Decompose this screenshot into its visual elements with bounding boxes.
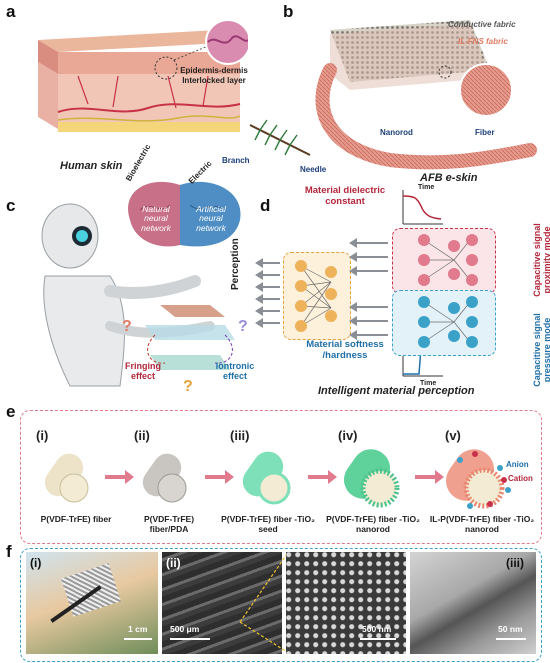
fiber-label: Fiber bbox=[475, 128, 495, 137]
scale-label: 1 cm bbox=[128, 624, 148, 634]
mdc-label: Material dielectric constant bbox=[304, 185, 386, 207]
panel-f-label: f bbox=[6, 542, 12, 561]
arrow-left bbox=[349, 266, 388, 276]
photo-image bbox=[26, 552, 158, 654]
panel-a-label: a bbox=[6, 2, 16, 21]
scale-label: 500 μm bbox=[170, 624, 200, 634]
panel-f-frame bbox=[20, 548, 542, 662]
nanorod-label: Nanorod bbox=[380, 128, 413, 137]
human-skin-caption: Human skin bbox=[60, 160, 123, 172]
panel-e-label: e bbox=[6, 402, 16, 421]
stage-caption: P(VDF-TrFE) fiber/PDA bbox=[143, 514, 195, 535]
arrow-left bbox=[255, 270, 280, 280]
msh-label: Material softness /hardness bbox=[306, 339, 384, 361]
fringing-effect-label: Fringing effect bbox=[125, 361, 161, 381]
brain-illustration bbox=[128, 181, 241, 247]
pine-branch-icon bbox=[249, 119, 311, 156]
scale-label: 50 nm bbox=[498, 624, 523, 634]
panel-d-label: d bbox=[260, 196, 271, 215]
afb-eskin-illustration bbox=[315, 20, 537, 170]
perception-label: Perception bbox=[230, 238, 241, 290]
panel-c-label: c bbox=[6, 196, 16, 215]
proximity-network-lines bbox=[418, 234, 478, 286]
arrow-left bbox=[255, 282, 280, 292]
question-icon: ? bbox=[183, 378, 193, 395]
stage-caption: P(VDF-TrFE) fiber -TiO₂ nanorod bbox=[326, 514, 420, 535]
image-number: (ii) bbox=[166, 556, 181, 570]
conductive-fabric-label: Conductive fabric bbox=[448, 20, 516, 29]
pressure-network-box bbox=[392, 290, 496, 356]
stage-number: (iii) bbox=[230, 428, 250, 443]
time-label-bottom: Time bbox=[420, 380, 437, 387]
arrow-left bbox=[349, 316, 388, 326]
sensor-stack-illustration bbox=[145, 305, 235, 370]
cation-label: Cation bbox=[508, 474, 533, 483]
pressure-mode-label: Capacitive signal pressure mode bbox=[532, 313, 550, 387]
branch-label: Branch bbox=[222, 156, 250, 165]
artificial-network-label: Artificial neural network bbox=[196, 204, 226, 233]
arrow-left bbox=[349, 252, 388, 262]
arrow-left bbox=[255, 258, 280, 268]
scale-bar bbox=[124, 638, 152, 640]
stage-number: (i) bbox=[36, 428, 49, 443]
question-icon: ? bbox=[238, 318, 248, 335]
natural-network-label: Natural neural network bbox=[141, 204, 171, 233]
arrow-left bbox=[255, 306, 280, 316]
sem-nanorod-image bbox=[286, 552, 406, 654]
stage-number: (ii) bbox=[134, 428, 150, 443]
scale-label: 500 nm bbox=[362, 624, 392, 634]
stage-caption: P(VDF-TrFE) fiber bbox=[40, 514, 112, 524]
sem-image bbox=[162, 552, 282, 654]
pressure-network-lines bbox=[418, 296, 478, 348]
proximity-curve-plot bbox=[402, 190, 443, 225]
zoom-lines bbox=[239, 553, 288, 653]
image-number: (iii) bbox=[506, 556, 524, 570]
proximity-network-box bbox=[392, 228, 496, 294]
tem-image bbox=[410, 552, 536, 654]
question-icon: ? bbox=[122, 318, 132, 335]
needle-label: Needle bbox=[300, 165, 327, 174]
arrow-left bbox=[255, 318, 280, 328]
interlock-callout: Epidermis-dermis Interlocked layer bbox=[180, 66, 248, 85]
perception-network-box bbox=[283, 252, 351, 340]
panel-b-label: b bbox=[283, 2, 294, 21]
arrow-left bbox=[255, 294, 280, 304]
intelligent-perception-caption: Intelligent material perception bbox=[318, 385, 475, 397]
stage-caption: IL-P(VDF-TrFE) fiber -TiO₂ nanorod bbox=[429, 514, 535, 535]
iontronic-effect-label: Iontronic effect bbox=[215, 361, 255, 381]
time-label-top: Time bbox=[418, 184, 435, 191]
scale-bar bbox=[496, 638, 526, 640]
proximity-mode-label: Capacitive signal proximity mode bbox=[532, 223, 550, 297]
anion-label: Anion bbox=[506, 460, 529, 469]
panel-e-frame bbox=[20, 410, 542, 544]
stage-number: (iv) bbox=[338, 428, 358, 443]
arrow-left bbox=[349, 330, 388, 340]
skin-illustration bbox=[38, 19, 248, 132]
stage-number: (v) bbox=[445, 428, 461, 443]
afb-eskin-caption: AFB e-skin bbox=[420, 172, 478, 184]
ilfns-fabric-label: IL-FNS fabric bbox=[458, 37, 508, 46]
perception-network-lines bbox=[295, 260, 337, 332]
image-number: (i) bbox=[30, 556, 42, 570]
arrow-left bbox=[349, 302, 388, 312]
scale-bar bbox=[360, 638, 396, 640]
stage-caption: P(VDF-TrFE) fiber -TiO₂ seed bbox=[221, 514, 315, 535]
fiber-stages-illustration bbox=[44, 449, 511, 509]
arrow-left bbox=[349, 238, 388, 248]
scale-bar bbox=[170, 638, 210, 640]
